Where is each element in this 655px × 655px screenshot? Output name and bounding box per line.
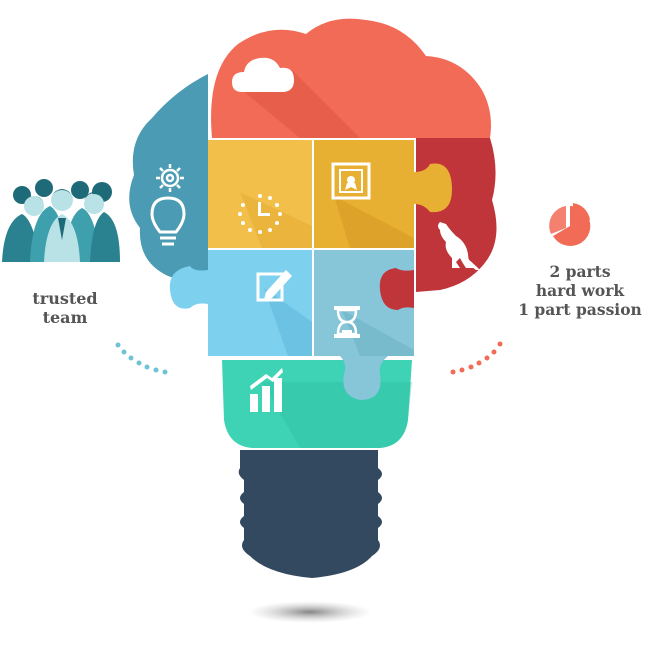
puzzle-knob-sky <box>169 266 208 309</box>
trusted-team-caption: trusted team <box>10 289 120 327</box>
left-dotted-arc <box>115 342 168 375</box>
gear-icon <box>156 164 184 192</box>
pie-chart-icon <box>549 203 591 246</box>
bar-chart-icon <box>250 368 283 412</box>
right-caption-line-3: 1 part passion <box>518 300 642 319</box>
hard-work-passion-caption: 2 parts hard work 1 part passion <box>500 262 655 319</box>
right-caption-line-1: 2 parts <box>549 262 611 281</box>
right-caption-line-2: hard work <box>535 281 625 300</box>
puzzle-piece-mustard <box>314 140 452 248</box>
puzzle-piece-sky-blue <box>208 250 312 356</box>
puzzle-piece-crimson <box>416 138 497 292</box>
right-dotted-arc <box>450 341 503 375</box>
hourglass-icon <box>334 306 360 338</box>
puzzle-piece-teal-blue <box>129 74 208 280</box>
lightbulb-icon <box>150 196 186 246</box>
bulb-shadow <box>248 601 372 623</box>
team-people-icon <box>2 179 120 262</box>
left-caption-line-2: team <box>42 308 88 327</box>
puzzle-piece-light-blue <box>314 250 414 400</box>
certificate-icon <box>331 162 371 200</box>
clock-icon <box>238 194 282 234</box>
edit-icon <box>256 270 292 302</box>
bulb-base <box>238 450 382 578</box>
left-caption-line-1: trusted <box>32 289 98 308</box>
kangaroo-icon <box>438 222 480 270</box>
cloud-icon <box>232 57 294 92</box>
